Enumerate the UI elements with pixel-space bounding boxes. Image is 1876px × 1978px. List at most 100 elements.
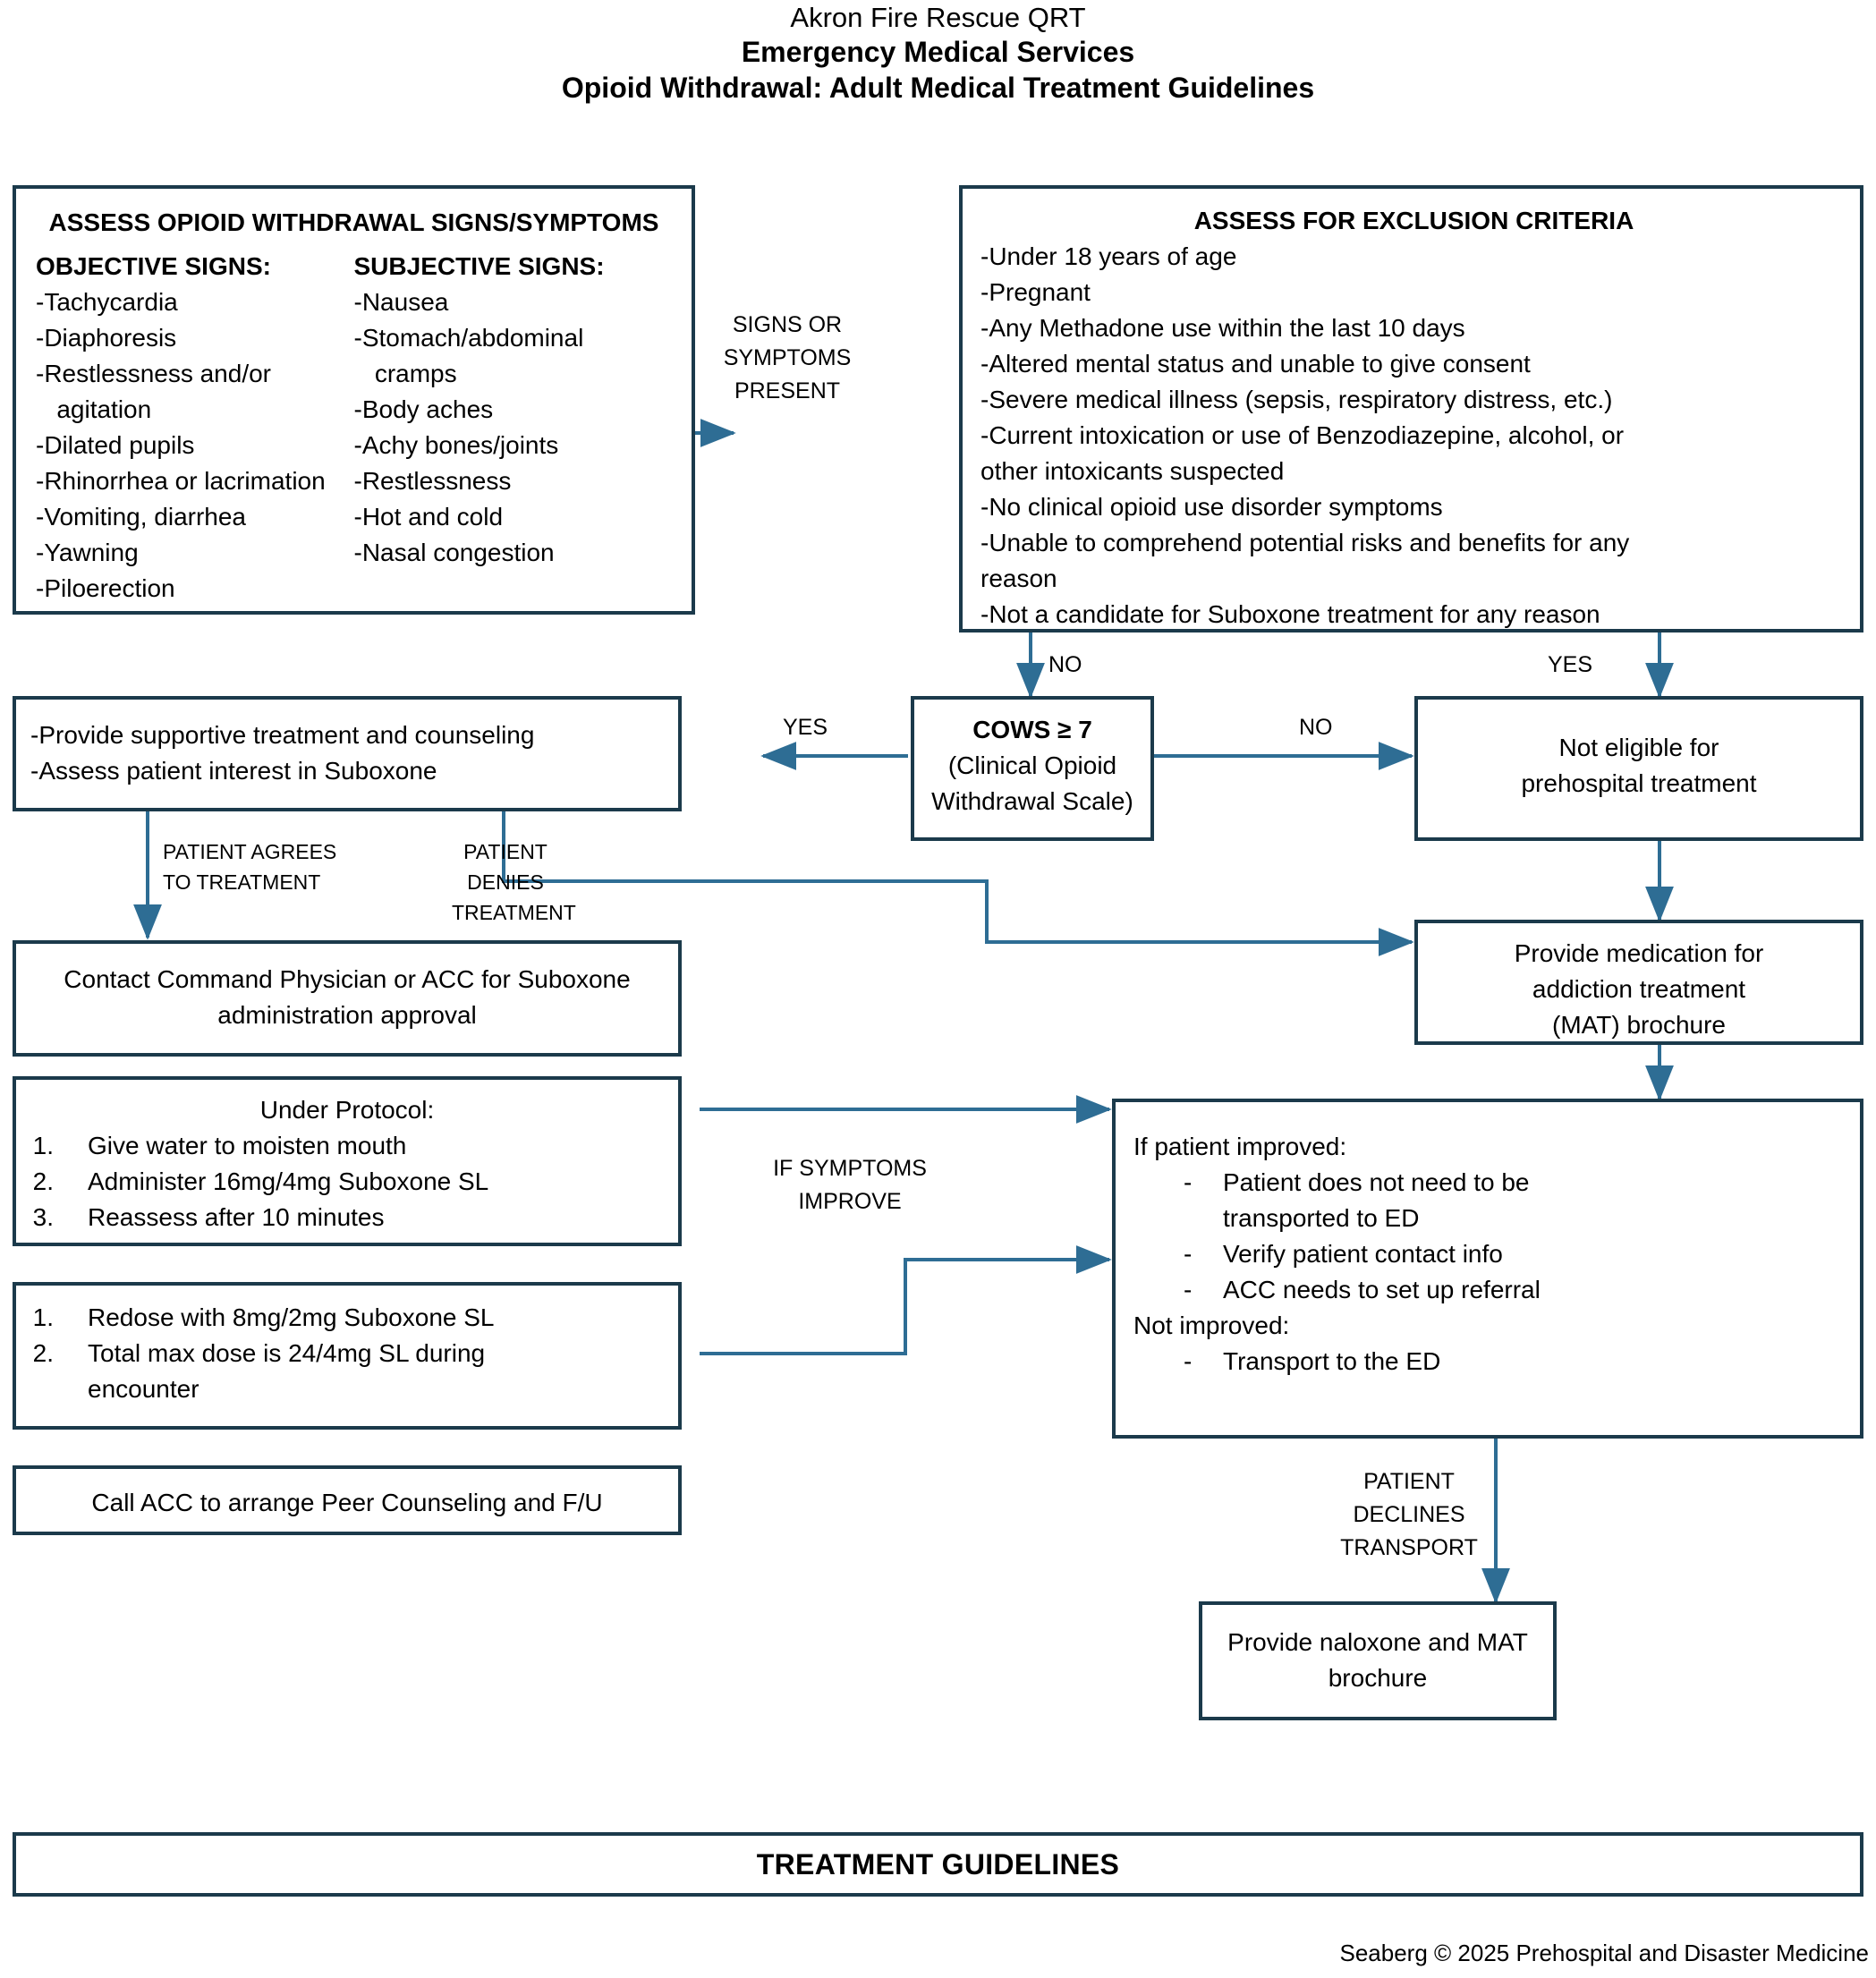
protocol-step-number: 2. — [32, 1167, 54, 1196]
exclusion-box-title: ASSESS FOR EXCLUSION CRITERIA — [1193, 207, 1634, 234]
edge-label-cows-yes: YES — [783, 715, 828, 740]
objective-sign-item: -Vomiting, diarrhea — [36, 503, 247, 531]
exclusion-item: -Any Methadone use within the last 10 da… — [980, 314, 1465, 343]
outcome-improved-list: - Patient does not need to be transporte… — [1133, 1165, 1853, 1308]
subjective-sign-item: -Nausea — [353, 288, 449, 317]
edge-label-line: IF SYMPTOMS — [773, 1156, 927, 1181]
redose-step-text: encounter — [88, 1375, 199, 1404]
redose-step-continuation: encounter — [23, 1371, 671, 1407]
edge-label-exclusion-no: NO — [1048, 652, 1082, 677]
subjective-sign-item: -Achy bones/joints — [353, 431, 559, 460]
box-supportive-treatment: -Provide supportive treatment and counse… — [13, 696, 682, 811]
objective-sign-item: -Tachycardia — [36, 288, 178, 317]
dash-bullet-icon: - — [1184, 1276, 1193, 1304]
naloxone-line: brochure — [1328, 1664, 1428, 1693]
box-call-acc-peer-counseling: Call ACC to arrange Peer Counseling and … — [13, 1465, 682, 1535]
edge-label-line: SYMPTOMS — [723, 345, 852, 370]
objective-signs-heading: OBJECTIVE SIGNS: — [36, 252, 271, 281]
not-eligible-line: Not eligible for — [1558, 734, 1719, 761]
call-acc-line: Call ACC to arrange Peer Counseling and … — [91, 1489, 603, 1516]
box-provide-naloxone: Provide naloxone and MAT brochure — [1199, 1601, 1557, 1720]
outcome-improved-item: - ACC needs to set up referral — [1133, 1272, 1853, 1308]
subjective-sign-item: -Stomach/abdominal — [353, 324, 584, 352]
subjective-sign-item: -Restlessness — [353, 467, 512, 496]
protocol-step-number: 1. — [32, 1132, 54, 1160]
protocol-step: 3. Reassess after 10 minutes — [23, 1200, 671, 1235]
edge-label-patient-agrees: PATIENT AGREES TO TREATMENT — [163, 836, 336, 897]
objective-sign-item: agitation — [36, 395, 152, 424]
cows-line: Withdrawal Scale) — [931, 787, 1133, 816]
contact-line: Contact Command Physician or ACC for Sub… — [64, 965, 631, 993]
edge-label-cows-no: NO — [1299, 715, 1333, 740]
objective-sign-item: -Dilated pupils — [36, 431, 195, 460]
supportive-line: -Assess patient interest in Suboxone — [30, 757, 437, 785]
outcome-item-text: Verify patient contact info — [1223, 1240, 1503, 1269]
edge-label-line: DECLINES — [1353, 1502, 1465, 1527]
not-eligible-line: prehospital treatment — [1521, 769, 1757, 798]
protocol-steps-list: 1. Give water to moisten mouth 2. Admini… — [23, 1128, 671, 1235]
page-title-department: Emergency Medical Services — [741, 36, 1135, 68]
outcome-improved-heading: If patient improved: — [1133, 1133, 1347, 1160]
objective-signs-column: OBJECTIVE SIGNS: -Tachycardia -Diaphores… — [36, 249, 354, 607]
exclusion-item-cont: reason — [980, 565, 1057, 593]
dash-bullet-icon: - — [1184, 1347, 1193, 1376]
box-patient-outcome: If patient improved: - Patient does not … — [1112, 1099, 1863, 1439]
exclusion-item: -Pregnant — [980, 278, 1091, 307]
edge-label-line: PATIENT — [1363, 1469, 1455, 1494]
redose-step-text: Redose with 8mg/2mg Suboxone SL — [88, 1303, 495, 1331]
exclusion-item-cont: other intoxicants suspected — [980, 457, 1285, 486]
dash-bullet-icon: - — [1184, 1168, 1193, 1197]
outcome-improved-item: - Patient does not need to be — [1133, 1165, 1853, 1201]
objective-sign-item: -Piloerection — [36, 574, 175, 603]
edge-label-signs-present: SIGNS OR SYMPTOMS PRESENT — [698, 309, 877, 408]
redose-step: 1. Redose with 8mg/2mg Suboxone SL — [23, 1300, 671, 1336]
edge-label-line: PRESENT — [734, 378, 841, 403]
supportive-line: -Provide supportive treatment and counse… — [30, 721, 535, 749]
edge-label-line: SIGNS OR — [732, 312, 843, 337]
protocol-title: Under Protocol: — [259, 1096, 435, 1124]
box-not-eligible: Not eligible for prehospital treatment — [1414, 696, 1863, 841]
subjective-sign-item: -Nasal congestion — [353, 539, 555, 567]
outcome-improved-item: - Verify patient contact info — [1133, 1236, 1853, 1272]
subjective-sign-item: -Hot and cold — [353, 503, 504, 531]
exclusion-item: -No clinical opioid use disorder symptom… — [980, 493, 1443, 522]
objective-sign-item: -Diaphoresis — [36, 324, 177, 352]
outcome-not-improved-list: - Transport to the ED — [1133, 1344, 1853, 1380]
protocol-step-number: 3. — [32, 1203, 54, 1232]
redose-steps-list: 1. Redose with 8mg/2mg Suboxone SL 2. To… — [23, 1300, 671, 1407]
objective-sign-item: -Rhinorrhea or lacrimation — [36, 467, 326, 496]
objective-sign-item: -Restlessness and/or — [36, 360, 272, 388]
footer-banner: TREATMENT GUIDELINES — [13, 1832, 1863, 1897]
edge-label-declines-transport: PATIENT DECLINES TRANSPORT — [1324, 1465, 1494, 1565]
edge-label-line: PATIENT — [463, 840, 548, 863]
box-assess-withdrawal-symptoms: ASSESS OPIOID WITHDRAWAL SIGNS/SYMPTOMS … — [13, 185, 695, 615]
subjective-signs-column: SUBJECTIVE SIGNS: -Nausea -Stomach/abdom… — [354, 249, 673, 607]
outcome-item-text: ACC needs to set up referral — [1223, 1276, 1541, 1304]
mat-line: (MAT) brochure — [1552, 1011, 1726, 1040]
exclusion-item: -Altered mental status and unable to giv… — [980, 350, 1531, 378]
redose-step-text: Total max dose is 24/4mg SL during — [88, 1339, 486, 1368]
outcome-not-improved-heading: Not improved: — [1133, 1312, 1290, 1340]
outcome-improved-item-cont: transported to ED — [1133, 1201, 1853, 1236]
box-assess-exclusion-criteria: ASSESS FOR EXCLUSION CRITERIA -Under 18 … — [959, 185, 1863, 632]
edge-label-line: PATIENT AGREES — [163, 840, 337, 863]
box-cows-score: COWS ≥ 7 (Clinical Opioid Withdrawal Sca… — [911, 696, 1154, 841]
cows-line: (Clinical Opioid — [947, 751, 1117, 780]
edge-label-exclusion-yes: YES — [1548, 652, 1593, 677]
subjective-signs-heading: SUBJECTIVE SIGNS: — [353, 252, 605, 281]
mat-line: addiction treatment — [1532, 975, 1746, 1004]
redose-step: 2. Total max dose is 24/4mg SL during — [23, 1336, 671, 1371]
page-title-organization: Akron Fire Rescue QRT — [790, 2, 1086, 33]
footer-credit: Seaberg © 2025 Prehospital and Disaster … — [1339, 1940, 1870, 1966]
protocol-step: 1. Give water to moisten mouth — [23, 1128, 671, 1164]
box-under-protocol: Under Protocol: 1. Give water to moisten… — [13, 1076, 682, 1246]
subjective-sign-item: cramps — [353, 360, 457, 388]
exclusion-item: -Under 18 years of age — [980, 242, 1237, 271]
symptoms-box-title: ASSESS OPIOID WITHDRAWAL SIGNS/SYMPTOMS — [48, 208, 659, 236]
outcome-item-text: Patient does not need to be — [1223, 1168, 1530, 1197]
outcome-item-text: Transport to the ED — [1223, 1347, 1441, 1376]
edge-label-line: IMPROVE — [798, 1189, 902, 1214]
dash-bullet-icon: - — [1184, 1240, 1193, 1269]
edge-label-line: TRANSPORT — [1340, 1535, 1478, 1560]
